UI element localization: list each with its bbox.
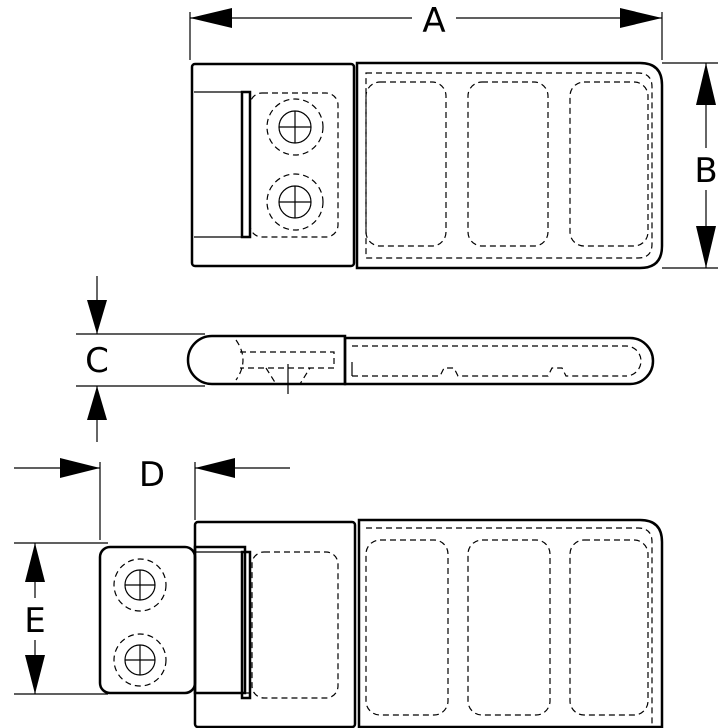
side-view: [186, 334, 655, 394]
arrowhead: [25, 655, 45, 694]
arrowhead: [25, 543, 45, 582]
side-strap: [343, 336, 655, 386]
strap-pocket: [467, 81, 549, 247]
strap-pocket: [365, 81, 447, 247]
top-view: [190, 61, 664, 270]
dimension-b: B: [662, 62, 724, 269]
hinge-knuckle-block: [190, 62, 356, 268]
arrowhead: [696, 226, 716, 268]
arrowhead: [696, 63, 716, 105]
dimension-label-b: B: [694, 151, 717, 191]
screw-hole: [113, 558, 167, 612]
strap-pocket: [569, 539, 649, 716]
arrowhead: [620, 8, 662, 28]
screw-hole: [113, 633, 167, 687]
dimension-d: D: [14, 455, 290, 540]
dimension-e: E: [14, 542, 108, 695]
arrowhead: [87, 300, 107, 334]
screw-hole: [266, 98, 324, 156]
strap-pocket: [467, 539, 551, 716]
dimension-label-e: E: [24, 601, 45, 641]
hinge-tab: [98, 545, 197, 695]
hinge-strap: [357, 518, 664, 728]
hinge-pin: [240, 90, 252, 239]
arrowhead: [190, 8, 232, 28]
dimension-c: C: [76, 276, 205, 442]
dimension-label-c: C: [85, 341, 109, 381]
dimension-label-a: A: [422, 1, 445, 41]
arrowhead: [87, 386, 107, 420]
dimension-a: A: [189, 1, 663, 60]
side-knuckle: [186, 334, 347, 386]
strap-pocket: [569, 81, 649, 247]
arrowhead: [60, 458, 100, 478]
dimension-label-d: D: [139, 455, 165, 495]
screw-hole: [266, 173, 324, 231]
hinge-body-block: [193, 520, 357, 728]
bottom-view: [98, 518, 664, 728]
hinge-strap: [355, 61, 664, 270]
strap-pocket: [365, 539, 449, 716]
arrowhead: [195, 458, 235, 478]
